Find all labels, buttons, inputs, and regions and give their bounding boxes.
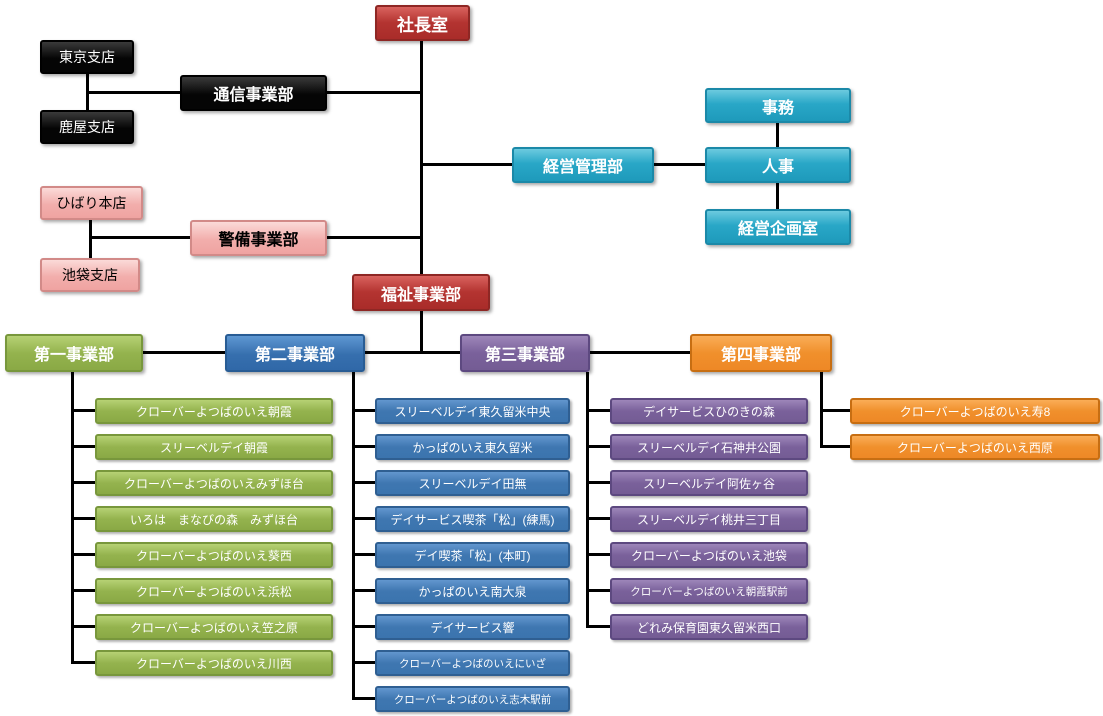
connector-stub	[586, 625, 610, 628]
connector-stub	[71, 409, 95, 412]
facility-item: いろは まなびの森 みずほ台	[95, 506, 333, 532]
connector-stub	[352, 481, 375, 484]
connector-stub	[586, 589, 610, 592]
connector-stub	[352, 445, 375, 448]
connector-stub	[586, 553, 610, 556]
connector-stub	[71, 445, 95, 448]
facility-item: スリーベルデイ田無	[375, 470, 570, 496]
facility-item: スリーベルデイ桃井三丁目	[610, 506, 808, 532]
facility-item: かっぱのいえ南大泉	[375, 578, 570, 604]
facility-item: クローバーよつばのいえ川西	[95, 650, 333, 676]
node-division-communications: 通信事業部	[180, 75, 327, 111]
facility-item: スリーベルデイ石神井公園	[610, 434, 808, 460]
connector-div2-trunk	[352, 372, 355, 700]
connector-stub	[586, 481, 610, 484]
facility-item: クローバーよつばのいえ笠之原	[95, 614, 333, 640]
connector-hibari-ikebukuro	[89, 220, 92, 258]
connector-divrow-3	[590, 351, 690, 354]
connector-stub	[586, 517, 610, 520]
facility-item: クローバーよつばのいえ西原	[850, 434, 1100, 460]
facility-item: クローバーよつばのいえ朝霞駅前	[610, 578, 808, 604]
connector-stub	[352, 553, 375, 556]
node-branch-kanoya: 鹿屋支店	[40, 110, 134, 144]
facility-item: クローバーよつばのいえ池袋	[610, 542, 808, 568]
connector-stub	[820, 445, 850, 448]
node-division-welfare: 福祉事業部	[352, 274, 490, 311]
node-branch-hibari: ひばり本店	[40, 186, 143, 220]
connector-divrow-1	[143, 351, 225, 354]
connector-stub	[352, 661, 375, 664]
facility-item: クローバーよつばのいえ志木駅前	[375, 686, 570, 712]
connector-jimu-jinji	[776, 122, 779, 148]
node-dept-keiei-kikaku: 経営企画室	[705, 209, 851, 245]
node-division-4: 第四事業部	[690, 334, 832, 372]
node-president: 社長室	[375, 5, 470, 41]
connector-jinji-kikaku	[776, 183, 779, 210]
node-dept-jimu: 事務	[705, 88, 851, 123]
connector-security-left	[89, 236, 190, 239]
node-division-security: 警備事業部	[190, 220, 327, 256]
facility-item: クローバーよつばのいえ葵西	[95, 542, 333, 568]
connector-comm-left	[86, 91, 181, 94]
facility-item: クローバーよつばのいえにいざ	[375, 650, 570, 676]
connector-div3-trunk	[586, 372, 589, 628]
node-division-management: 経営管理部	[512, 147, 654, 183]
facility-item: スリーベルデイ朝霞	[95, 434, 333, 460]
facility-item: デイサービスひのきの森	[610, 398, 808, 424]
facility-item: デイサービス喫茶「松」(練馬)	[375, 506, 570, 532]
node-branch-ikebukuro: 池袋支店	[40, 258, 140, 292]
connector-divrow-2	[365, 351, 460, 354]
connector-stub	[352, 697, 375, 700]
connector-stub	[71, 517, 95, 520]
connector-stub	[352, 517, 375, 520]
facility-item: スリーベルデイ阿佐ヶ谷	[610, 470, 808, 496]
node-division-3: 第三事業部	[460, 334, 590, 372]
connector-stub	[352, 589, 375, 592]
facility-item: デイサービス響	[375, 614, 570, 640]
connector-stub	[71, 481, 95, 484]
node-division-2: 第二事業部	[225, 334, 365, 372]
connector-stub	[71, 553, 95, 556]
facility-item: どれみ保育園東久留米西口	[610, 614, 808, 640]
node-branch-tokyo: 東京支店	[40, 40, 134, 74]
node-division-1: 第一事業部	[5, 334, 143, 372]
connector-main-trunk	[420, 41, 423, 353]
connector-stub	[71, 661, 95, 664]
facility-item: クローバーよつばのいえ浜松	[95, 578, 333, 604]
facility-item: クローバーよつばのいえ朝霞	[95, 398, 333, 424]
connector-mgmt-right	[654, 163, 705, 166]
connector-stub	[586, 445, 610, 448]
facility-item: かっぱのいえ東久留米	[375, 434, 570, 460]
connector-stub	[71, 589, 95, 592]
facility-item: クローバーよつばのいえ寿8	[850, 398, 1100, 424]
connector-stub	[586, 409, 610, 412]
connector-mgmt-left	[421, 163, 512, 166]
connector-stub	[352, 409, 375, 412]
connector-comm-right	[327, 91, 422, 94]
connector-stub	[820, 409, 850, 412]
facility-item: クローバーよつばのいえみずほ台	[95, 470, 333, 496]
connector-security-right	[327, 236, 422, 239]
connector-stub	[352, 625, 375, 628]
facility-item: デイ喫茶「松」(本町)	[375, 542, 570, 568]
node-dept-jinji: 人事	[705, 147, 851, 183]
facility-item: スリーベルデイ東久留米中央	[375, 398, 570, 424]
connector-stub	[71, 625, 95, 628]
